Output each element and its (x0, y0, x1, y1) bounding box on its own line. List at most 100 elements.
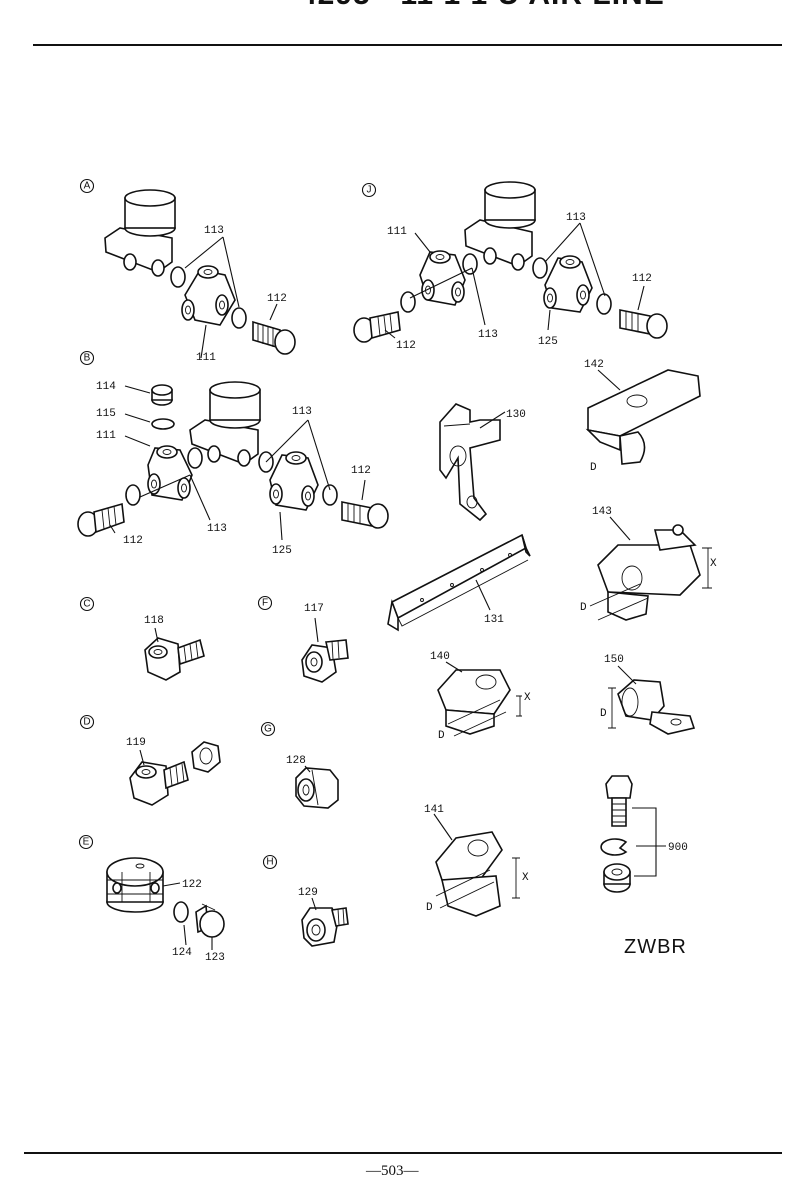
callout-114: 114 (96, 381, 116, 393)
dimension-x-140: X (524, 692, 531, 704)
dimension-x-141: X (522, 872, 529, 884)
callout-143: 143 (592, 506, 612, 518)
dimension-x-143: X (710, 558, 717, 570)
callout-113-b1: 113 (292, 406, 312, 418)
callout-125-j: 125 (538, 336, 558, 348)
section-marker-g: G (260, 721, 276, 737)
section-marker-h: H (262, 854, 278, 870)
washer-113-b1 (187, 447, 203, 469)
svg-text:F: F (262, 598, 268, 609)
callout-124: 124 (172, 947, 192, 959)
solenoid-valve-b (189, 381, 261, 467)
callout-125-b: 125 (272, 545, 292, 557)
washer-113-b4 (322, 484, 338, 506)
diagram-code: ZWBR (624, 936, 687, 958)
bolt-900 (605, 775, 633, 827)
washer-115 (151, 418, 175, 430)
callout-111-b: 111 (96, 430, 116, 442)
eye-bolt-112-b1 (77, 502, 125, 537)
clamp-142: D (585, 369, 701, 474)
dimension-d-142: D (590, 462, 597, 474)
spring-washer-900 (600, 838, 628, 856)
dimension-d-141: D (426, 902, 433, 914)
clamp-140: D X (437, 669, 531, 742)
eye-bolt-112-j1 (353, 311, 401, 343)
callout-112-b2: 112 (351, 465, 371, 477)
clamp-150: D (600, 679, 696, 735)
tee-fitting-111-a (181, 265, 236, 326)
plug-114 (151, 384, 173, 406)
connector-block-122 (106, 857, 164, 913)
callout-140: 140 (430, 651, 450, 663)
svg-text:B: B (84, 353, 91, 364)
callout-112-a: 112 (267, 293, 287, 305)
section-marker-d: D (79, 714, 95, 730)
callout-119: 119 (126, 737, 146, 749)
washer-113-j1 (462, 253, 478, 275)
callout-115: 115 (96, 408, 116, 420)
svg-text:H: H (266, 857, 273, 868)
tee-fitting-111-b (147, 445, 193, 501)
dimension-d-143: D (580, 602, 587, 614)
washer-113-a1 (170, 266, 186, 288)
svg-text:D: D (83, 717, 90, 728)
washer-113-a2 (231, 307, 247, 329)
callout-118: 118 (144, 615, 164, 627)
adapter-129 (301, 907, 349, 947)
plug-123 (195, 903, 225, 938)
bracket-130 (439, 403, 501, 522)
nut-900 (603, 863, 631, 893)
tee-fitting-125-b (269, 451, 319, 511)
tee-fitting-125-j (543, 255, 593, 313)
svg-text:G: G (264, 724, 272, 735)
callout-129: 129 (298, 887, 318, 899)
hex-coupling-128 (295, 767, 339, 809)
callout-112-b1: 112 (123, 535, 143, 547)
svg-text:E: E (83, 837, 90, 848)
tee-fitting-111-j (419, 250, 466, 306)
header-rule (33, 44, 782, 46)
washer-113-j2 (400, 291, 416, 313)
callout-112-j2: 112 (632, 273, 652, 285)
callout-123: 123 (205, 952, 225, 964)
section-marker-c: C (79, 596, 95, 612)
washer-113-j4 (596, 293, 612, 315)
callout-900: 900 (668, 842, 688, 854)
callout-111-a: 111 (196, 352, 216, 364)
callout-122: 122 (182, 879, 202, 891)
callout-113-j1: 113 (566, 212, 586, 224)
callout-113-j2: 113 (478, 329, 498, 341)
section-marker-e: E (78, 834, 94, 850)
eye-bolt-112-a (252, 320, 296, 355)
svg-text:J: J (367, 185, 372, 196)
callout-113-b2: 113 (207, 523, 227, 535)
solenoid-valve-j (464, 181, 536, 271)
callout-128: 128 (286, 755, 306, 767)
callout-113-a: 113 (204, 225, 224, 237)
page-number: —503— (366, 1163, 419, 1179)
section-marker-j: J (361, 182, 377, 198)
svg-text:A: A (84, 181, 91, 192)
page-title: 4295 - 11 1 1 U AIR LINE (300, 0, 665, 12)
washer-113-b2 (125, 484, 141, 506)
hex-nut-119 (191, 741, 221, 773)
washer-113-j3 (532, 257, 548, 279)
washer-124 (173, 901, 189, 923)
elbow-fitting-118 (144, 637, 205, 681)
callout-111-j: 111 (387, 226, 407, 238)
callout-112-j1: 112 (396, 340, 416, 352)
clamp-141: D X (426, 831, 529, 917)
elbow-fitting-117 (301, 639, 349, 683)
dimension-d-140: D (438, 730, 445, 742)
footer-rule (24, 1152, 782, 1154)
callout-131: 131 (484, 614, 504, 626)
svg-text:C: C (83, 599, 90, 610)
eye-bolt-112-j2 (619, 309, 668, 339)
clamp-143: D X (580, 524, 717, 621)
callout-142: 142 (584, 359, 604, 371)
callout-150: 150 (604, 654, 624, 666)
callout-117: 117 (304, 603, 324, 615)
section-marker-a: A (79, 178, 95, 194)
callout-130: 130 (506, 409, 526, 421)
